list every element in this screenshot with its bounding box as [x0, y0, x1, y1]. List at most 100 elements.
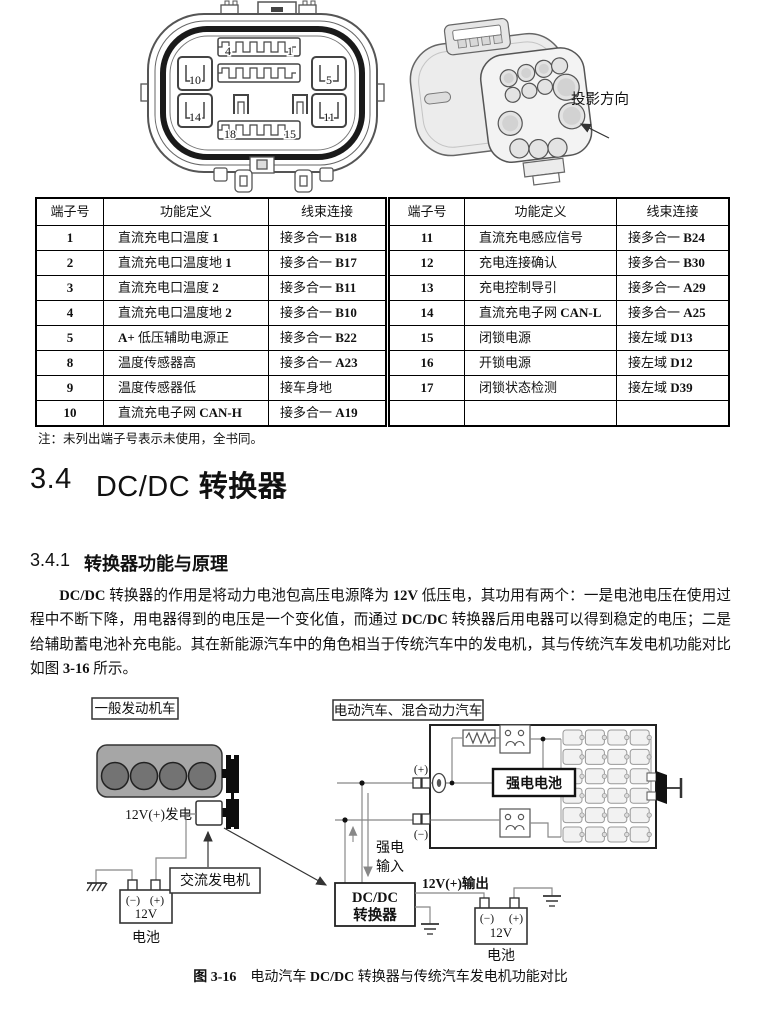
connector-3d-figure: 投影方向 — [409, 17, 629, 186]
comparison-arrow — [223, 827, 328, 886]
figure-caption: 图 3-16 电动汽车 DC/DC 转换器与传统汽车发电机功能对比 — [193, 970, 568, 985]
battery-cell — [562, 748, 585, 765]
table-cell: 充电连接确认 — [464, 250, 617, 276]
table-cell: 温度传感器高 — [103, 350, 269, 376]
figure-3-16: 一般发动机车 12V(+)发电 — [86, 697, 683, 964]
pin-label-14: 14 — [189, 110, 201, 124]
table-cell: 1 — [35, 225, 104, 251]
battery1-voltage: 12V — [135, 906, 158, 921]
battery-cell — [607, 807, 630, 824]
table-cell: 8 — [35, 350, 104, 376]
battery2-name: 电池 — [487, 948, 515, 964]
table-cell: 接左域 D12 — [616, 350, 730, 376]
hv-input-label-2: 输入 — [376, 859, 404, 875]
pin-label-4: 4 — [225, 44, 231, 58]
terminal-grommet — [431, 772, 447, 794]
alternator-label-box — [169, 867, 261, 894]
table-cell: 10 — [35, 400, 104, 427]
hv-battery-label-box — [491, 767, 577, 798]
table-cell: 13 — [388, 275, 465, 301]
table-cell: 直流充电口温度地 2 — [103, 300, 269, 326]
pin-numbers: 4 1 10 5 14 11 18 15 — [188, 43, 337, 143]
table-cell: 接多合一 B11 — [268, 275, 387, 301]
engine-block — [96, 744, 223, 798]
projection-direction-label: 投影方向 — [571, 91, 629, 108]
section-title: DC/DC 转换器 — [95, 471, 288, 503]
header-row: 端子号功能定义线束连接 — [35, 197, 387, 226]
alternator-box — [195, 800, 223, 826]
right-vehicle-label: 电动汽车、混合动力汽车 — [334, 702, 483, 718]
table-cell: 接多合一 B24 — [616, 225, 730, 251]
battery-12v-left: (−) (+) 12V 电池 — [119, 879, 173, 946]
table-cell: 接多合一 B30 — [616, 250, 730, 276]
pack-plus-label: (+) — [414, 764, 428, 776]
table-cell: 2 — [35, 250, 104, 276]
ground-symbol-2 — [421, 923, 439, 935]
table-cell: 直流充电子网 CAN-L — [464, 300, 617, 326]
section-number: 3.4 — [30, 463, 72, 495]
battery-cell — [584, 787, 608, 804]
left-vehicle-label: 一般发动机车 — [95, 700, 176, 716]
battery-cell — [562, 807, 585, 824]
section-heading: 3.4 DC/DC 转换器 — [30, 463, 287, 505]
battery-cell — [629, 729, 652, 746]
table-cell: 直流充电子网 CAN-H — [103, 400, 269, 427]
column-header: 线束连接 — [616, 197, 730, 226]
table-cell: 温度传感器低 — [103, 375, 269, 401]
projection-arrow — [579, 123, 610, 139]
table-cell: 接车身地 — [268, 375, 387, 401]
battery-cell — [607, 748, 630, 765]
dcdc-converter-box: DC/DC 转换器 — [334, 882, 416, 927]
ground-symbol-3 — [543, 895, 561, 907]
battery-cell — [607, 729, 630, 746]
pack-wiring — [335, 737, 561, 883]
connector-3d-face — [479, 47, 593, 186]
table-cell: 12 — [388, 250, 465, 276]
battery2-voltage: 12V — [490, 925, 513, 940]
contactor-relay-bottom — [499, 808, 531, 838]
table-cell: 充电控制导引 — [464, 275, 617, 301]
column-header: 端子号 — [35, 197, 104, 226]
dcdc-label-2: 转换器 — [353, 906, 397, 924]
table-cell: 14 — [388, 300, 465, 326]
table-cell: 3 — [35, 275, 104, 301]
battery1-neg-label: (−) — [126, 895, 140, 907]
battery-cell — [584, 729, 608, 746]
table-cell: 接多合一 B17 — [268, 250, 387, 276]
connector-face-figure: 4 1 10 5 14 11 18 15 — [140, 0, 385, 193]
table-cell: 接左域 D39 — [616, 375, 730, 401]
hv-battery-label: 强电电池 — [506, 775, 562, 792]
table-cell — [616, 400, 730, 427]
battery-cell — [584, 826, 608, 843]
battery-cell — [584, 807, 608, 824]
dcdc-label-1: DC/DC — [352, 890, 398, 906]
pin-label-10: 10 — [189, 73, 201, 87]
output-wiring — [415, 887, 553, 924]
header-row: 端子号功能定义线束连接 — [388, 197, 730, 226]
output-12v-label: 12V(+)输出 — [422, 875, 489, 891]
hv-input-label-1: 强电 — [376, 840, 404, 856]
table-cell — [464, 400, 617, 427]
junction-dot — [342, 817, 348, 823]
battery-cell — [584, 748, 608, 765]
battery-cell — [562, 826, 585, 843]
gen-12v-label: 12V(+)发电 — [125, 807, 192, 822]
battery-cell — [629, 748, 652, 765]
battery-cell — [629, 807, 652, 824]
battery-12v-right: (−) (+) 12V 电池 — [474, 897, 528, 964]
left-vehicle-label-box — [91, 697, 179, 720]
table-cell: 接多合一 B10 — [268, 300, 387, 326]
battery2-neg-label: (−) — [480, 913, 494, 925]
